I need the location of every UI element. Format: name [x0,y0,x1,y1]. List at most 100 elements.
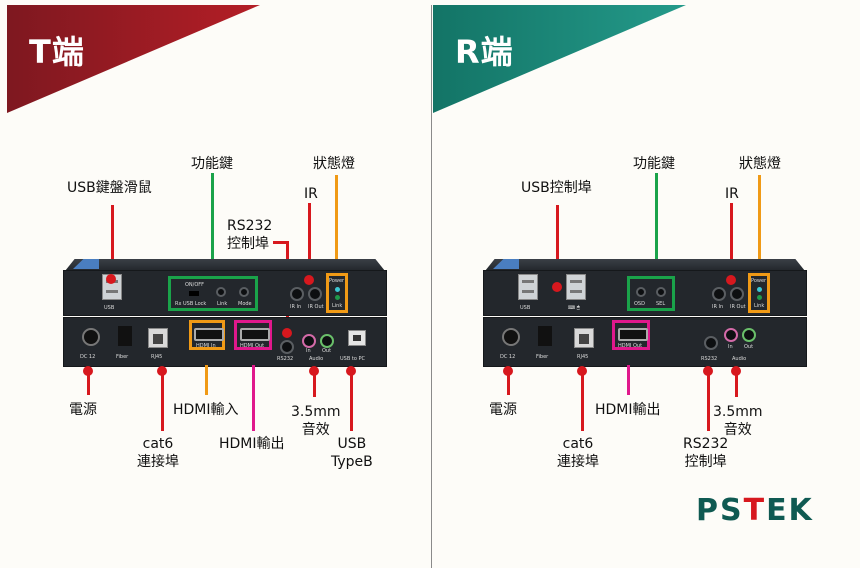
callout-hdmi-in: HDMI輸入 [173,402,239,418]
t-rear-panel: DC 12 Fiber RJ45 HDMI In HDMI Out RS232 … [63,317,387,367]
hdmi-out-box: HDMI Out [612,320,650,350]
dc-label: DC 12 [500,354,516,360]
rs232-label: RS232 [277,356,294,362]
osd-button-label: OSD [634,301,645,307]
audio-out-jack [320,334,334,348]
logo-accent: T [743,493,767,528]
callout-audio-line1: 3.5mm [713,404,763,420]
keyboard-mouse-icon: ⌨ 🖱 [568,305,580,311]
line-rs232-h [273,241,287,244]
panel-divider [431,5,432,568]
r-device-corner [493,259,519,269]
callout-dot [304,275,314,285]
power-led-label: Power [329,278,345,284]
dc-jack [82,328,100,346]
line-audio [313,371,316,397]
r-side-panel: R端 USB控制埠 功能鍵 狀態燈 IR USB ⌨ 🖱 OSD SEL IR … [433,5,853,565]
callout-audio: 3.5mm 音效 [291,403,341,439]
audio-label: Audio [309,356,324,362]
fiber-port [118,326,132,346]
on-off-label: ON/OFF [185,282,205,288]
audio-out-jack [742,328,756,342]
callout-cat6-line2: 連接埠 [137,454,179,470]
hdmi-in-box: HDMI In [189,320,225,350]
callout-usb-control: USB控制埠 [521,180,592,196]
callout-ir: IR [725,186,739,202]
rj45-port [574,328,594,348]
line-cat6 [161,371,164,431]
callout-usb-kbd-mouse: USB鍵盤滑鼠 [67,180,152,196]
usb-to-pc-label: USB to PC [340,356,365,362]
callout-ir: IR [304,186,318,202]
callout-usb-b: USB TypeB [331,435,373,471]
t-front-panel: USB ON/OFF Rx USB Lock Link Mode IR In I… [63,270,387,316]
hdmi-in-label: HDMI In [196,343,216,349]
callout-power: 電源 [69,402,97,418]
line-usb-control [556,205,559,273]
power-led-label: Power [751,278,767,284]
callout-hdmi-out: HDMI輸出 [595,402,661,418]
r-front-panel: USB ⌨ 🖱 OSD SEL IR In IR Out Power Link [483,270,807,316]
usb-label: USB [520,305,531,311]
callout-cat6: cat6 連接埠 [557,435,599,471]
rj45-label: RJ45 [577,354,589,360]
line-power [507,371,510,395]
callout-power: 電源 [489,402,517,418]
usb-label: USB [104,305,115,311]
ir-out-label: IR Out [308,304,324,310]
audio-out-label: Out [322,348,332,354]
line-usb [111,205,114,273]
hdmi-out-port [618,328,648,341]
callout-audio: 3.5mm 音效 [713,403,763,439]
function-keys-box: OSD SEL [627,276,675,311]
callout-rs232: RS232 控制埠 [227,217,272,253]
hdmi-out-label: HDMI Out [618,343,643,349]
t-side-panel: T端 USB鍵盤滑鼠 功能鍵 狀態燈 IR RS232 控制埠 USB ON/O… [7,5,426,565]
mode-button[interactable] [239,287,249,297]
link-led-label: Link [332,303,343,309]
mode-button-label: Mode [238,301,252,307]
rj45-port [148,328,168,348]
power-led [335,287,340,292]
ir-out-label: IR Out [730,304,746,310]
dc-jack [502,328,520,346]
callout-function-keys: 功能鍵 [191,156,233,172]
rs232-label: RS232 [701,356,718,362]
status-lights-box: Power Link [748,273,770,313]
hdmi-in-port [194,328,224,341]
line-hdmi-out [627,365,630,395]
power-led [757,287,762,292]
line-audio [735,371,738,397]
callout-dot [282,328,292,338]
fiber-port [538,326,552,346]
audio-in-label: In [728,344,733,350]
callout-dot [106,274,116,284]
callout-rs232-line2: 控制埠 [684,454,727,470]
r-side-banner [433,5,686,113]
callout-cat6: cat6 連接埠 [137,435,179,471]
t-device-corner [73,259,99,269]
line-hdmi-out [252,365,255,431]
r-device-lid [485,259,805,271]
callout-dot [552,282,562,292]
ir-out-jack [308,287,322,301]
link-led-label: Link [754,303,765,309]
callout-usb-b-line1: USB [337,436,367,452]
callout-audio-line1: 3.5mm [291,404,341,420]
link-button[interactable] [216,287,226,297]
callout-audio-line2: 音效 [301,422,330,438]
pstek-logo: PSTEK [696,493,814,528]
rx-usb-lock-switch[interactable] [189,291,199,296]
status-lights-box: Power Link [326,273,348,313]
line-power [87,371,90,395]
line-function-keys [655,173,658,277]
callout-cat6-line1: cat6 [562,436,594,452]
callout-rs232-line1: RS232 [683,436,729,452]
rx-usb-lock-label: Rx USB Lock [175,301,207,307]
line-function-keys [211,173,214,277]
sel-button[interactable] [656,287,666,297]
logo-part2: EK [766,493,814,528]
osd-button[interactable] [636,287,646,297]
t-side-title: T端 [29,33,85,71]
hdmi-out-label: HDMI Out [240,343,265,349]
